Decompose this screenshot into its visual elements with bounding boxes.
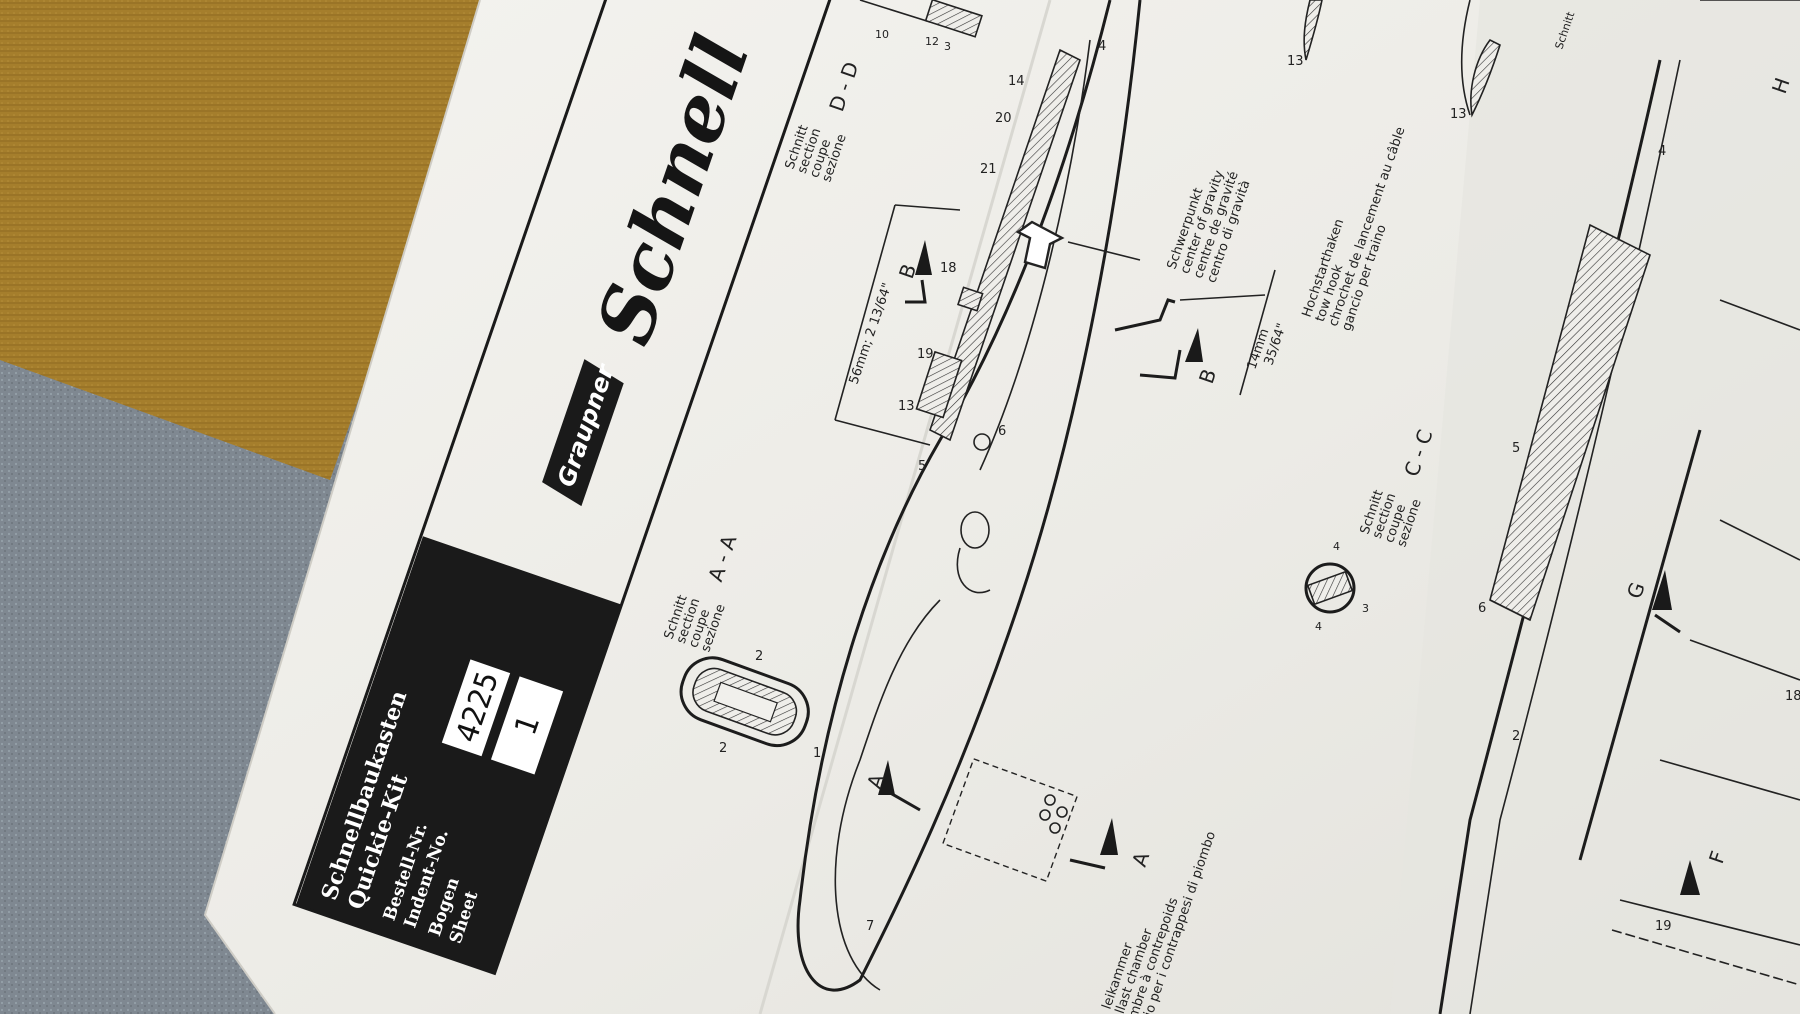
tail-rib-b: [1470, 38, 1501, 118]
cc-part-3: 3: [1362, 602, 1369, 615]
part-6: 6: [998, 424, 1006, 439]
part-7: 7: [866, 919, 874, 934]
cog-arrow: [1015, 220, 1065, 270]
dim-56-line: [834, 204, 896, 421]
dim-14-line: [1239, 269, 1276, 396]
cc-part-4a: 4: [1333, 540, 1340, 553]
wing-part-5: 5: [1512, 441, 1520, 456]
paper-edge: [203, 0, 481, 1014]
sheet-no-box: [488, 673, 566, 778]
cc-part-4b: 4: [1315, 620, 1322, 633]
fold-shadow: [1390, 0, 1800, 1014]
dd-part-10: 10: [875, 28, 889, 41]
gold-carpet: [0, 0, 500, 480]
plan-paper: [205, 0, 1800, 1014]
graupner-logo: [542, 359, 624, 507]
tow-hook-leader: [1179, 294, 1266, 301]
aa-part-1: 1: [813, 746, 821, 761]
part-13c: 13: [1450, 107, 1467, 122]
part-21: 21: [980, 162, 997, 177]
part-20: 20: [995, 111, 1012, 126]
part-13b: 13: [1287, 54, 1304, 69]
dd-part-3: 3: [944, 40, 951, 53]
part-19: 19: [917, 347, 934, 362]
wing-part-19: 19: [1655, 919, 1672, 934]
spar-block-18: [957, 286, 984, 312]
spar-block-13: [915, 350, 963, 419]
part-4: 4: [1098, 39, 1106, 54]
marker-h-text: H: [1767, 75, 1795, 97]
wing-plan: 5 6 4 2 19 18: [1438, 0, 1800, 1014]
cog-leader: [1067, 241, 1141, 261]
title-frame: [292, 0, 855, 976]
section-dd-drawing: 10 12 3: [859, 0, 983, 53]
wing-part-18: 18: [1785, 689, 1800, 704]
fuselage-outline: [796, 0, 1142, 992]
wing-leading-edge: [1578, 429, 1702, 861]
part-5: 5: [918, 459, 926, 474]
tail-rib-a: [1303, 0, 1323, 61]
aa-part-2b: 2: [755, 649, 763, 664]
wing-part-4: 4: [1658, 144, 1666, 159]
wing-part-2: 2: [1512, 729, 1520, 744]
order-no-box: [439, 656, 513, 759]
section-aa-drawing: [679, 656, 810, 748]
part-14: 14: [1008, 74, 1025, 89]
wing-part-6: 6: [1478, 601, 1486, 616]
dd-part-12: 12: [925, 35, 939, 48]
marker-g-text: G: [1622, 579, 1650, 601]
aa-part-2a: 2: [719, 741, 727, 756]
title-black-box: [296, 536, 622, 974]
part-13: 13: [898, 399, 915, 414]
part-18: 18: [940, 261, 957, 276]
marker-g: G: [1622, 570, 1681, 634]
section-cc-drawing: 4 4 3: [1304, 540, 1369, 633]
tow-hook: [1114, 298, 1176, 332]
